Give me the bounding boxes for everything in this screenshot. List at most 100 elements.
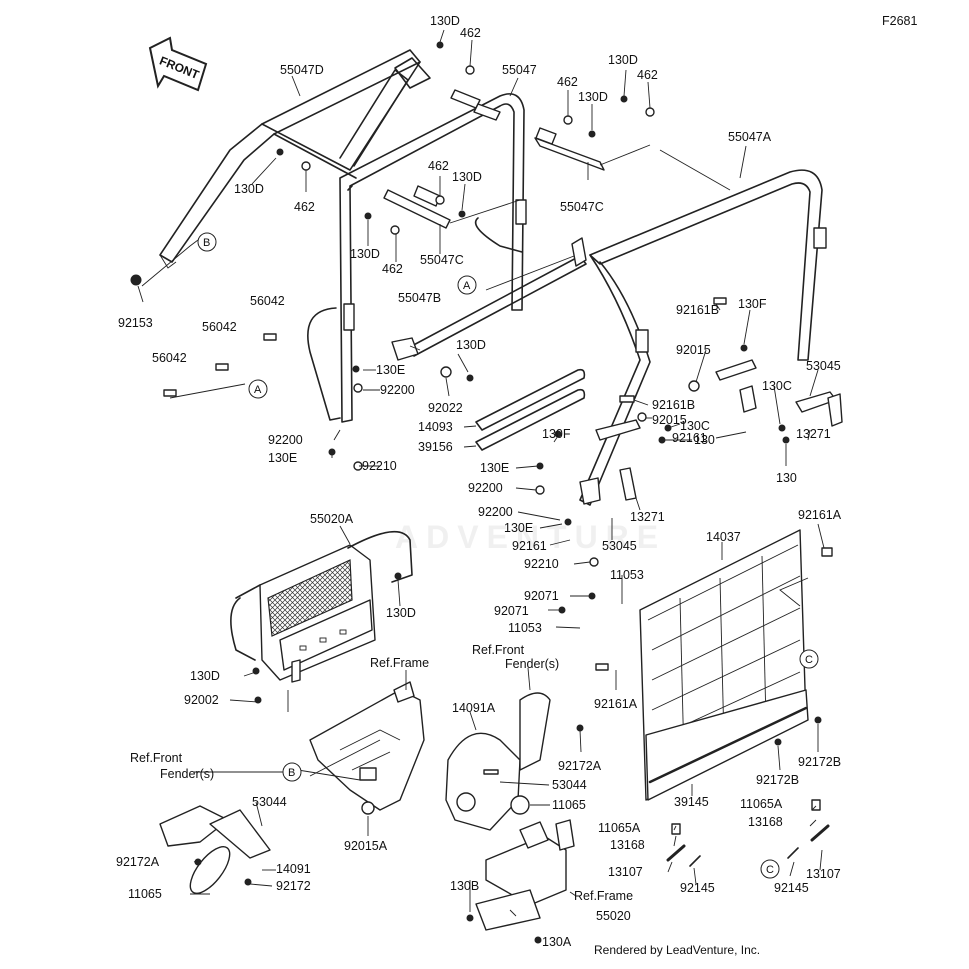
label-130: 130 xyxy=(776,471,797,485)
tube-39156 xyxy=(475,388,586,451)
label-130D: 130D xyxy=(350,247,380,261)
label-130C: 130C xyxy=(680,419,710,433)
svg-text:B: B xyxy=(288,767,295,779)
label-130D: 130D xyxy=(430,14,460,28)
ref-circle-b-bottom: B xyxy=(282,762,302,782)
front-arrow-icon: FRONT xyxy=(148,36,208,92)
label-13271: 13271 xyxy=(630,510,665,524)
label-92145: 92145 xyxy=(680,881,715,895)
label-11065: 11065 xyxy=(552,798,586,812)
latch-assembly-53045 xyxy=(715,359,843,427)
label-92200: 92200 xyxy=(380,383,415,397)
label-130D: 130D xyxy=(452,170,482,184)
label-462: 462 xyxy=(460,26,481,40)
label-13271: 13271 xyxy=(796,427,831,441)
label-13168: 13168 xyxy=(610,838,645,852)
label-14093: 14093 xyxy=(418,420,453,434)
label-56042: 56042 xyxy=(250,294,285,308)
label-14037: 14037 xyxy=(706,530,741,544)
label-55020A: 55020A xyxy=(310,512,354,526)
label-92145: 92145 xyxy=(774,881,809,895)
label-13168: 13168 xyxy=(748,815,783,829)
label-92200: 92200 xyxy=(468,481,503,495)
label-55047C: 55047C xyxy=(420,253,464,267)
part-labels: 130D 462 55047 55047D 130D 462 462 130D … xyxy=(116,14,842,949)
label-130: 130 xyxy=(694,433,715,447)
label-130E: 130E xyxy=(480,461,509,475)
label-53044: 53044 xyxy=(252,795,287,809)
label-92161A: 92161A xyxy=(594,697,638,711)
seal-strip-39145 xyxy=(648,706,808,784)
label-14091: 14091 xyxy=(276,862,311,876)
frame-bracket-center xyxy=(309,681,425,811)
label-56042: 56042 xyxy=(202,320,237,334)
watermark-text: ADVENTURE xyxy=(395,519,666,555)
label-53045: 53045 xyxy=(602,539,637,553)
label-92161A: 92161A xyxy=(798,508,842,522)
label-11065: 11065 xyxy=(128,887,162,901)
side-bar-left xyxy=(307,217,523,421)
label-92172B: 92172B xyxy=(756,773,799,787)
label-ref-frame-bottom: Ref.Frame xyxy=(574,889,633,903)
label-13107: 13107 xyxy=(806,867,841,881)
label-92172: 92172 xyxy=(276,879,311,893)
label-92172A: 92172A xyxy=(116,855,160,869)
svg-text:A: A xyxy=(254,384,262,396)
tube-14093 xyxy=(475,368,586,431)
label-92172B: 92172B xyxy=(798,755,841,769)
label-55020: 55020 xyxy=(596,909,631,923)
label-92161B: 92161B xyxy=(676,303,719,317)
label-462: 462 xyxy=(637,68,658,82)
label-92161B: 92161B xyxy=(652,398,695,412)
ref-circle-a-bottom: A xyxy=(248,379,268,399)
label-92161: 92161 xyxy=(512,539,547,553)
label-130D: 130D xyxy=(386,606,416,620)
label-92002: 92002 xyxy=(184,693,219,707)
ref-circle-c-right: C xyxy=(799,649,819,669)
svg-text:C: C xyxy=(766,864,774,876)
leader-lines xyxy=(137,29,825,943)
label-92172A: 92172A xyxy=(558,759,602,773)
label-39145: 39145 xyxy=(674,795,709,809)
label-462: 462 xyxy=(294,200,315,214)
label-130D: 130D xyxy=(608,53,638,67)
label-92015: 92015 xyxy=(652,413,687,427)
label-ref-front-2: Fender(s) xyxy=(505,657,559,671)
figure-code: F2681 xyxy=(882,14,917,28)
label-11053: 11053 xyxy=(610,568,644,582)
roll-cage-55047 xyxy=(339,93,527,423)
label-130A: 130A xyxy=(542,935,572,949)
cab-screen-14037 xyxy=(639,529,809,801)
footer-credit: Rendered by LeadVenture, Inc. xyxy=(594,943,760,957)
label-53045: 53045 xyxy=(806,359,841,373)
ref-circle-c-bottom: C xyxy=(760,859,780,879)
label-130D: 130D xyxy=(578,90,608,104)
label-130D: 130D xyxy=(456,338,486,352)
label-462: 462 xyxy=(557,75,578,89)
label-92015: 92015 xyxy=(676,343,711,357)
bracket-top xyxy=(450,89,481,109)
roll-cage-55047A xyxy=(579,169,827,506)
svg-text:A: A xyxy=(463,280,471,292)
label-ref-front-left-1: Ref.Front xyxy=(130,751,183,765)
label-55047C: 55047C xyxy=(560,200,604,214)
label-130F: 130F xyxy=(542,427,571,441)
label-56042: 56042 xyxy=(152,351,187,365)
guard-14091 xyxy=(159,805,271,894)
label-14091A: 14091A xyxy=(452,701,496,715)
label-130C: 130C xyxy=(762,379,792,393)
label-130E: 130E xyxy=(268,451,297,465)
guard-14091A xyxy=(445,692,551,831)
bracket-top-2 xyxy=(473,103,501,121)
label-92200: 92200 xyxy=(478,505,513,519)
label-39156: 39156 xyxy=(418,440,453,454)
label-130D: 130D xyxy=(234,182,264,196)
label-ref-front-left-2: Fender(s) xyxy=(160,767,214,781)
label-92200: 92200 xyxy=(268,433,303,447)
label-92210: 92210 xyxy=(524,557,559,571)
label-53044: 53044 xyxy=(552,778,587,792)
label-11053: 11053 xyxy=(508,621,542,635)
latch-assembly-53045-lower xyxy=(579,419,641,505)
label-ref-front-1: Ref.Front xyxy=(472,643,525,657)
